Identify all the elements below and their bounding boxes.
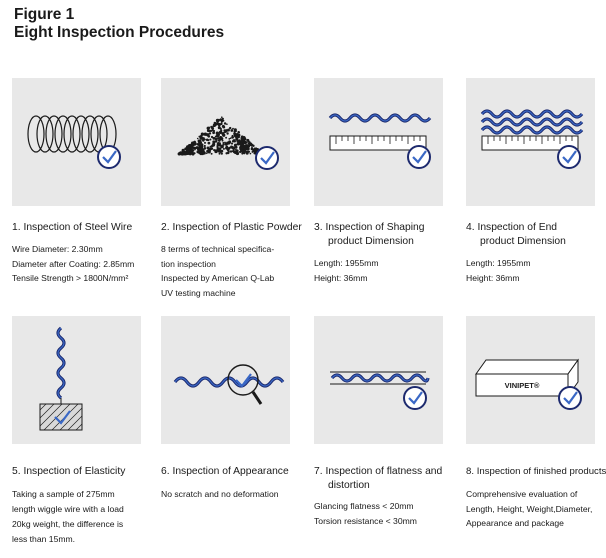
end-product-ruler-icon [480,109,584,169]
elasticity-weight-icon [39,326,83,431]
plastic-powder-pile-icon [177,116,279,170]
steel-wire-coil-icon [27,115,121,169]
flatness-tile [314,316,443,444]
check-badge-icon [97,145,121,169]
procedure-title: 1. Inspection of Steel Wire [12,222,133,233]
procedure-description: No scratch and no deformation [161,489,279,499]
product-brand-label: VINIPET® [505,381,540,390]
check-badge-icon [557,145,581,169]
steel-wire-tile [12,78,141,206]
check-badge-icon [54,410,71,425]
procedure-description: Length: 1955mm Height: 36mm [466,258,531,283]
procedure-description: Length: 1955mm Height: 36mm [314,258,379,283]
check-badge-icon [403,386,427,410]
flatness-icon [330,371,430,410]
end-product-dimension-tile [466,78,595,206]
procedure-title: 6. Inspection of Appearance [161,466,289,477]
procedure-title: 8. Inspection of finished products [466,466,606,477]
plastic-powder-tile [161,78,290,206]
finished-product-tile: VINIPET® [466,316,595,444]
check-badge-icon [255,146,279,170]
magnifier-icon [173,364,285,405]
procedure-description: Glancing flatness < 20mm Torsion resista… [314,501,417,526]
procedure-title: 5. Inspection of Elasticity [12,466,126,477]
check-badge-icon [407,145,431,169]
procedure-description: Taking a sample of 275mm length wiggle w… [12,489,124,544]
procedure-description: 8 terms of technical specifica- tion ins… [161,244,275,298]
finished-product-box-icon: VINIPET® [475,358,582,410]
check-badge-icon [235,373,252,388]
figure-label: Figure 1 [14,6,75,23]
procedure-description: Wire Diameter: 2.30mm Diameter after Coa… [12,244,135,283]
appearance-tile [161,316,290,444]
procedure-description: Comprehensive evaluation of Length, Heig… [466,489,593,528]
figure-title: Eight Inspection Procedures [14,24,225,41]
shaping-dimension-tile [314,78,443,206]
elasticity-tile [12,316,141,444]
shaping-ruler-icon [328,113,432,169]
check-badge-icon [558,386,582,410]
procedure-title: 2. Inspection of Plastic Powder [161,222,302,233]
